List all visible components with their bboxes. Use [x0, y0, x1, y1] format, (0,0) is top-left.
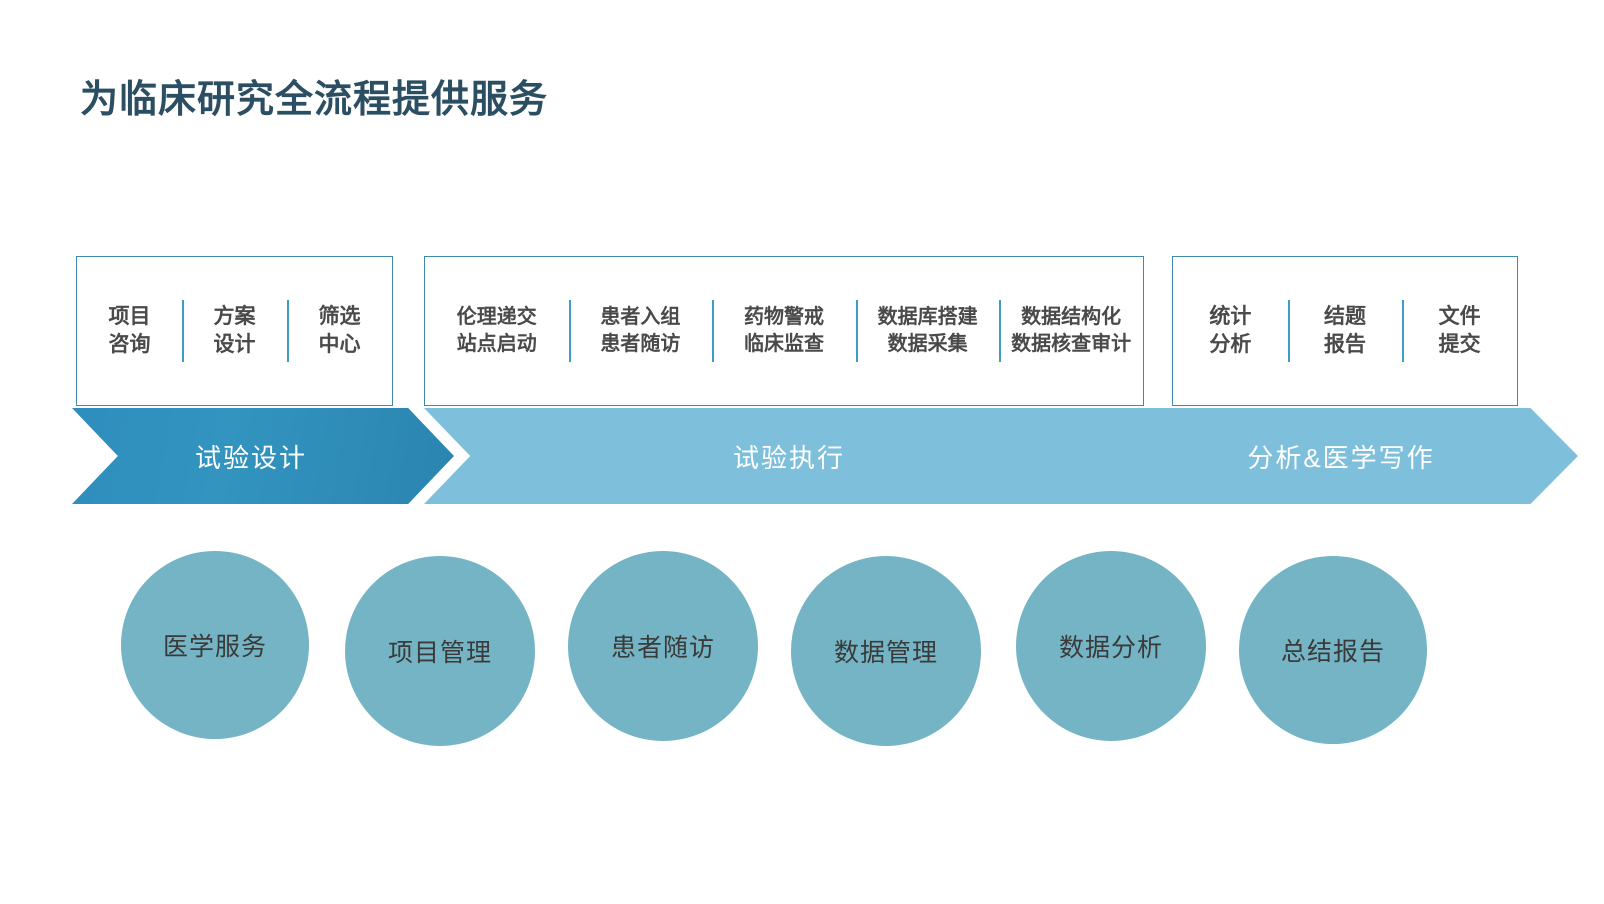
- service-circle-project-management[interactable]: 项目管理: [345, 556, 535, 746]
- stage-column-patient-enrollment[interactable]: 患者入组 患者随访: [569, 304, 713, 358]
- stage-column-line: 数据采集: [887, 333, 968, 355]
- service-circle-medical-service[interactable]: 医学服务: [121, 551, 309, 739]
- stage-column-line: 患者入组: [600, 306, 681, 329]
- stage-column-line: 设计: [213, 333, 256, 356]
- stage-column-line: 数据库搭建: [877, 306, 978, 329]
- stage-column-line: 站点启动: [456, 333, 537, 355]
- page-title: 为临床研究全流程提供服务: [80, 79, 549, 121]
- stage-column-line: 项目: [108, 305, 151, 329]
- service-circle-data-management[interactable]: 数据管理: [791, 556, 981, 746]
- stage-column-closure-report[interactable]: 结题 报告: [1288, 303, 1403, 358]
- service-circle-summary-report[interactable]: 总结报告: [1239, 556, 1427, 744]
- stage-column-project-consulting[interactable]: 项目 咨询: [77, 303, 182, 358]
- stage-band-row: 试验设计 试验执行 分析&医学写作: [0, 408, 1604, 508]
- stage-column-line: 数据核查审计: [1011, 333, 1132, 355]
- stage-column-line: 结题: [1324, 305, 1366, 329]
- stage-column-line: 方案: [213, 305, 256, 329]
- stage-column-ethics-submission[interactable]: 伦理递交 站点启动: [425, 304, 569, 358]
- stage-band-analysis[interactable]: 分析&医学写作: [1146, 408, 1578, 504]
- stage-box-execution: 伦理递交 站点启动 患者入组 患者随访 药物警戒 临床监查 数据库搭建 数据采集…: [424, 256, 1144, 406]
- service-circle-patient-followup[interactable]: 患者随访: [568, 551, 758, 741]
- stage-column-line: 咨询: [108, 333, 151, 356]
- stage-column-line: 伦理递交: [456, 306, 537, 329]
- stage-column-line: 统计: [1209, 305, 1252, 329]
- stage-column-line: 患者随访: [600, 333, 681, 355]
- stage-column-line: 报告: [1324, 333, 1366, 356]
- stage-column-line: 药物警戒: [743, 306, 824, 329]
- stage-box-design: 项目 咨询 方案 设计 筛选 中心: [76, 256, 393, 406]
- stage-box-analysis: 统计 分析 结题 报告 文件 提交: [1172, 256, 1518, 406]
- stage-column-site-screening[interactable]: 筛选 中心: [287, 303, 392, 358]
- stage-column-database-build[interactable]: 数据库搭建 数据采集: [856, 304, 1000, 358]
- stage-column-line: 筛选: [318, 305, 361, 329]
- stage-column-line: 分析: [1209, 333, 1252, 356]
- stage-column-data-structuring[interactable]: 数据结构化 数据核查审计: [999, 304, 1143, 358]
- stage-column-line: 文件: [1438, 305, 1481, 329]
- stage-column-line: 提交: [1438, 333, 1481, 356]
- stage-column-protocol-design[interactable]: 方案 设计: [182, 303, 287, 358]
- service-circle-data-analysis[interactable]: 数据分析: [1016, 551, 1206, 741]
- stage-column-line: 临床监查: [743, 333, 824, 355]
- stage-column-line: 数据结构化: [1021, 306, 1122, 329]
- stage-column-document-submission[interactable]: 文件 提交: [1402, 303, 1517, 358]
- stage-band-execution[interactable]: 试验执行: [424, 408, 1194, 504]
- stage-column-statistical-analysis[interactable]: 统计 分析: [1173, 303, 1288, 358]
- stage-column-pharmacovigilance[interactable]: 药物警戒 临床监查: [712, 304, 856, 358]
- stage-band-design[interactable]: 试验设计: [72, 408, 454, 504]
- stage-column-line: 中心: [318, 333, 361, 356]
